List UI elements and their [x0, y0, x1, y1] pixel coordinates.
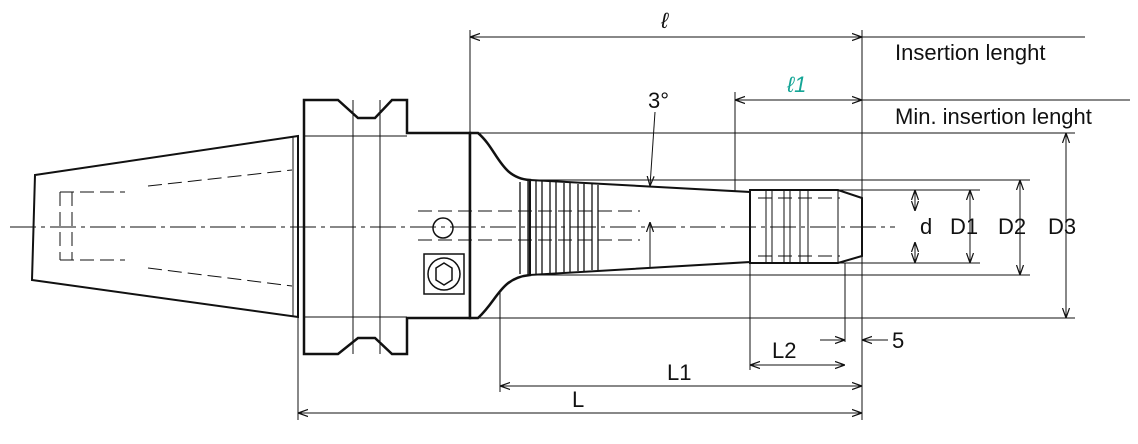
label-D1: D1: [950, 214, 978, 239]
label-D3: D3: [1048, 214, 1076, 239]
label-L: L: [572, 387, 584, 412]
label-min-insertion-length: Min. insertion lenght: [895, 104, 1092, 129]
label-five: 5: [892, 328, 904, 353]
labels: ℓ ℓ1 3° Insertion lenght Min. insertion …: [572, 8, 1092, 412]
dimension-lines: [298, 37, 1066, 413]
label-angle: 3°: [648, 88, 669, 113]
extension-lines: [297, 30, 1130, 420]
angle-leader: [650, 111, 656, 186]
drive-hole: [432, 217, 454, 239]
label-d: d: [920, 214, 932, 239]
label-L1: L1: [667, 360, 691, 385]
label-ell1: ℓ1: [786, 72, 806, 97]
collet-nose: [749, 189, 863, 264]
hidden-lines: [59, 169, 840, 287]
hex-socket-icon: [435, 262, 453, 286]
label-insertion-length: Insertion lenght: [895, 40, 1045, 65]
label-D2: D2: [998, 214, 1026, 239]
label-L2: L2: [772, 338, 796, 363]
label-ell: ℓ: [660, 8, 669, 33]
hex-socket-frame: [423, 253, 465, 295]
